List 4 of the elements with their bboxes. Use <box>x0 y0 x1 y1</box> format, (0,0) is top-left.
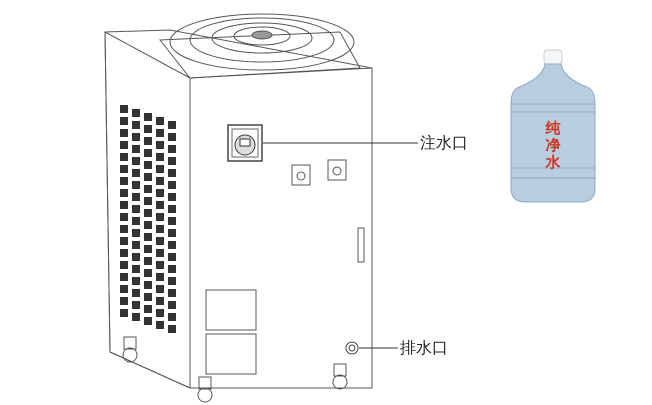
callout-label: 排水口 <box>400 338 448 358</box>
leader-line <box>262 142 418 144</box>
bottle-label: 纯净水 <box>544 120 562 171</box>
callout-label: 注水口 <box>420 133 468 153</box>
